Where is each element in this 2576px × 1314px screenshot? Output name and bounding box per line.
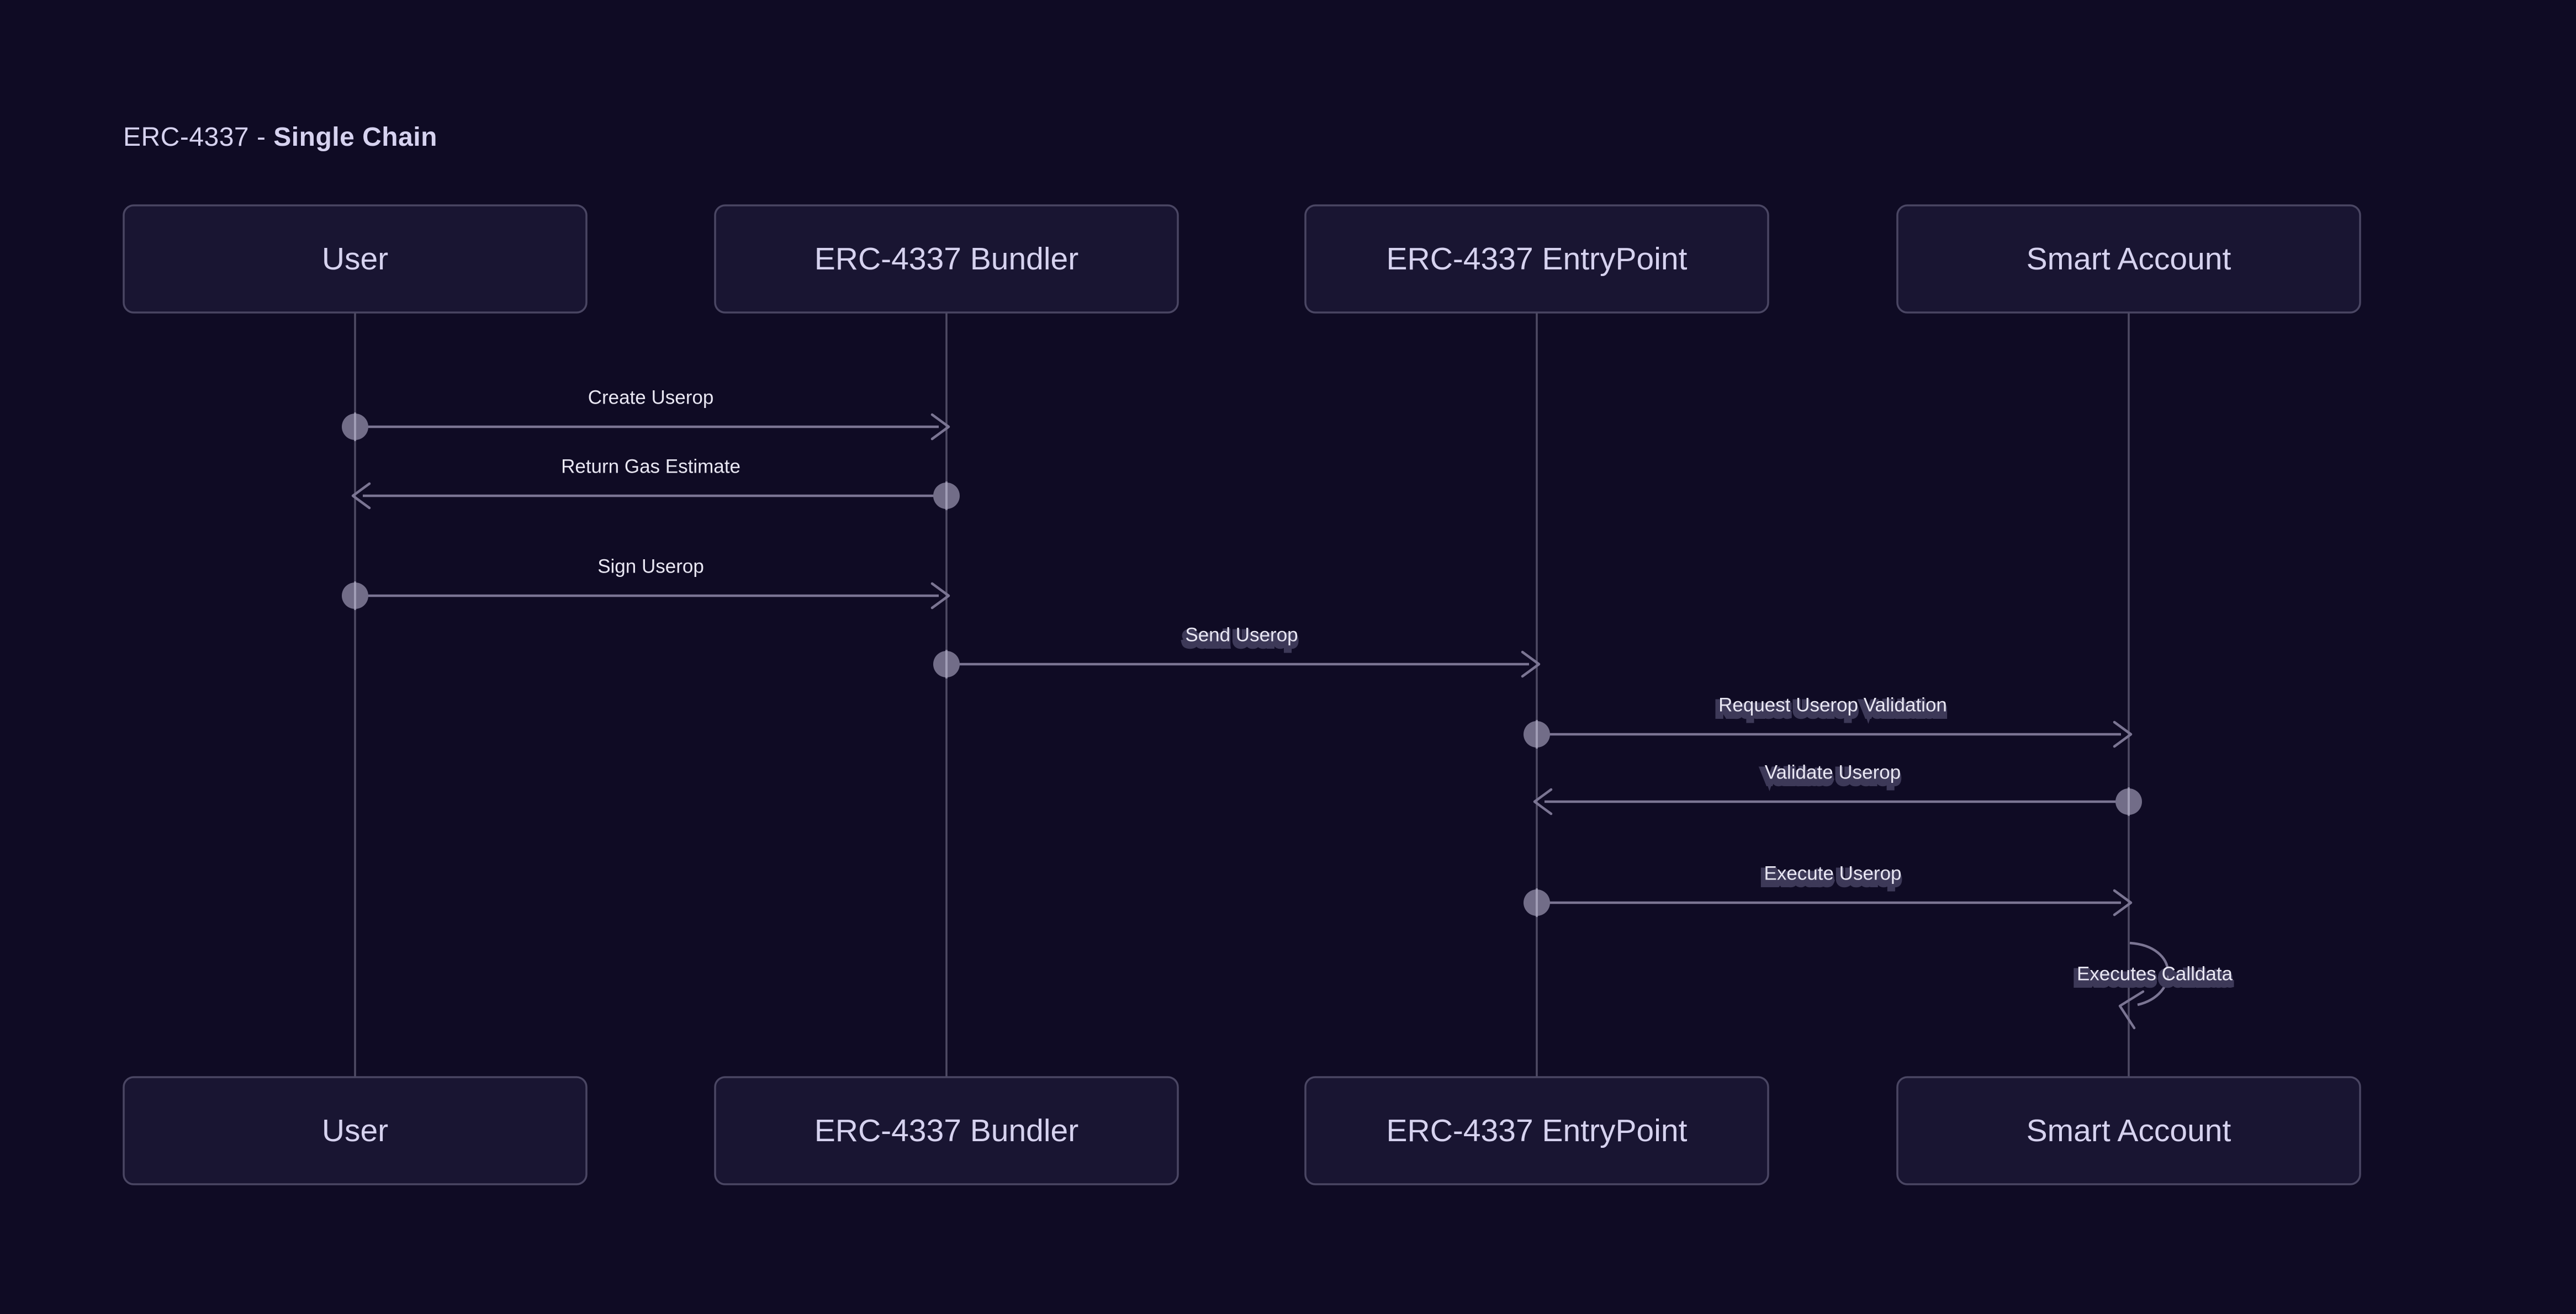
participant-label-bottom-entrypoint: ERC-4337 EntryPoint — [1387, 1113, 1688, 1148]
message-start-dot — [342, 582, 368, 609]
participant-label-bottom-user: User — [322, 1113, 388, 1148]
message-arrowhead — [930, 582, 950, 610]
participant-box-top-user — [123, 204, 588, 314]
participant-label-top-entrypoint: ERC-4337 EntryPoint — [1387, 241, 1688, 277]
participant-box-top-bundler — [714, 204, 1179, 314]
participant-label-bottom-smart-account: Smart Account — [2027, 1113, 2231, 1148]
self-message-arc — [2129, 941, 2170, 1006]
message-arrowhead — [2113, 889, 2133, 916]
participant-box-bottom-user — [123, 1076, 588, 1185]
participant-box-top-smart-account — [1896, 204, 2361, 314]
diagram-title-prefix: ERC-4337 - — [123, 123, 274, 152]
message-arrowhead — [351, 482, 371, 510]
message-label: Validate Userop — [1765, 762, 1901, 783]
participant-label-top-user: User — [322, 241, 388, 277]
message-arrowhead — [2113, 720, 2133, 748]
message-label-ghost: Send Userop — [1183, 629, 1296, 650]
participant-box-top-entrypoint — [1304, 204, 1769, 314]
message-label: Request Userop Validation — [1718, 695, 1947, 716]
participant-label-top-smart-account: Smart Account — [2027, 241, 2231, 277]
message-start-dot — [2115, 788, 2142, 815]
participant-box-bottom-smart-account — [1896, 1076, 2361, 1185]
participant-box-bottom-bundler — [714, 1076, 1179, 1185]
message-start-dot — [342, 414, 368, 440]
message-label: Execute Userop — [1764, 863, 1901, 884]
participant-label-bottom-bundler: ERC-4337 Bundler — [814, 1113, 1078, 1148]
message-label-ghost: Request Userop Validation — [1717, 699, 1945, 720]
message-start-dot — [933, 651, 960, 677]
message-arrowhead — [1533, 788, 1553, 815]
message-start-dot — [1524, 721, 1550, 748]
message-start-dot — [1524, 889, 1550, 916]
message-label: Send Userop — [1185, 624, 1298, 646]
message-label: Create Userop — [588, 387, 714, 409]
message-label: Executes Calldata — [2077, 963, 2233, 985]
message-arrowhead — [2118, 990, 2145, 1030]
message-arrowhead — [930, 413, 950, 441]
diagram-title-emphasis: Single Chain — [273, 123, 437, 152]
participant-label-top-bundler: ERC-4337 Bundler — [814, 241, 1078, 277]
participant-box-bottom-entrypoint — [1304, 1076, 1769, 1185]
message-label-ghost: Execute Userop — [1762, 867, 1900, 889]
message-label-ghost: Executes Calldata — [2075, 968, 2231, 989]
message-arrowhead — [1521, 650, 1541, 678]
message-start-dot — [933, 483, 960, 509]
message-label: Sign Userop — [597, 556, 704, 577]
message-label-ghost: Validate Userop — [1763, 766, 1899, 788]
message-label: Return Gas Estimate — [561, 456, 740, 478]
diagram-title: ERC-4337 - Single Chain — [123, 121, 437, 153]
